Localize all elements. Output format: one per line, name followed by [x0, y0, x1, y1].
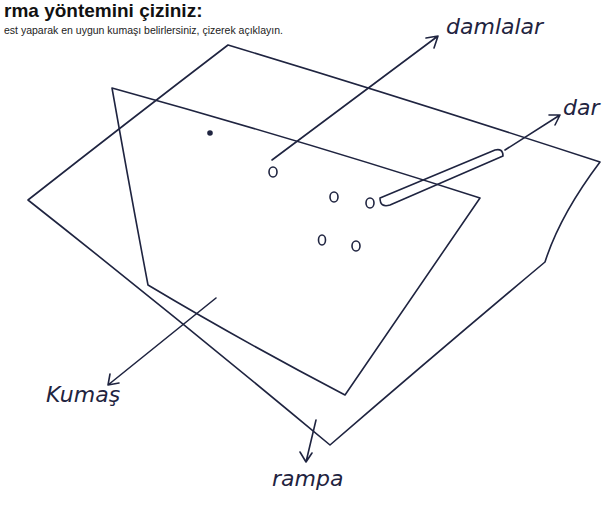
- dot: [208, 131, 212, 135]
- ramp-outline: [28, 45, 600, 445]
- leader-arrow: [300, 420, 316, 462]
- dropper-label: dar: [563, 95, 600, 120]
- drop: [330, 192, 338, 202]
- leader-arrow: [272, 36, 438, 160]
- drops-label: damlalar: [446, 14, 543, 39]
- fabric-label: Kumaş: [46, 382, 120, 407]
- leader-arrow: [505, 115, 560, 150]
- drop: [269, 167, 277, 177]
- leader-arrow: [108, 298, 216, 385]
- ramp-label: rampa: [272, 466, 343, 491]
- drop: [352, 241, 360, 251]
- heading: rma yöntemini çiziniz:: [4, 0, 202, 22]
- drop: [366, 198, 374, 208]
- instruction-text: est yaparak en uygun kumaşı belirlersini…: [4, 24, 283, 36]
- fabric-outline: [112, 88, 480, 395]
- dropper: [380, 150, 503, 206]
- drop: [319, 235, 326, 245]
